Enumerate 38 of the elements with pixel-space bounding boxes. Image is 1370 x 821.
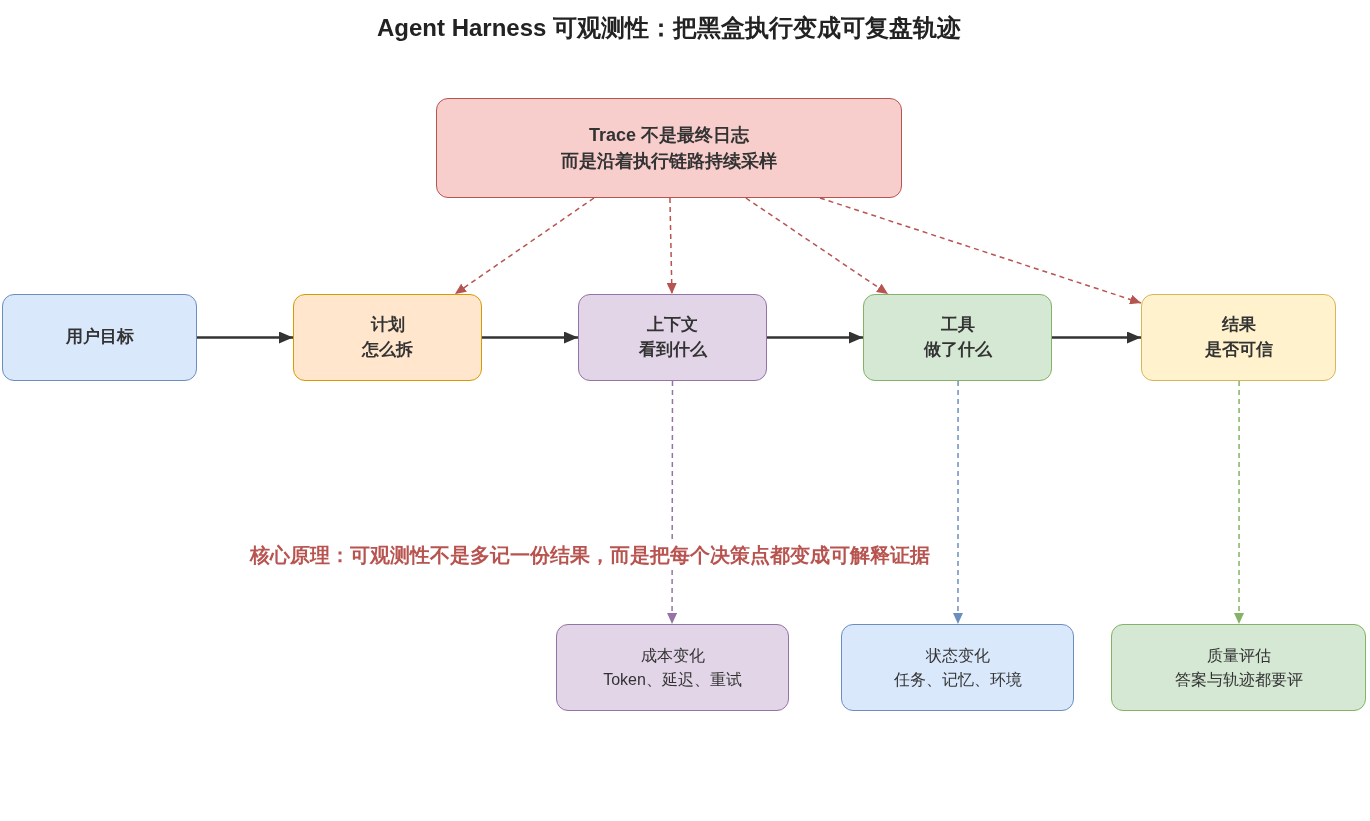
dashed-arrow (952, 380, 963, 625)
heading-text: 用户目标 (64, 326, 135, 349)
heading-text: 计划 (369, 313, 406, 336)
heading-text: 状态变化 (924, 646, 991, 667)
rounded-step-panel (556, 624, 789, 711)
heading-text: Trace 不是最终日志 (587, 123, 750, 147)
dashed-arrow (819, 197, 1142, 305)
heading-text: 上下文 (646, 313, 699, 336)
rounded-step-panel (436, 98, 902, 198)
dashed-arrow (454, 197, 595, 295)
dashed-arrow (666, 197, 677, 295)
arrow (482, 331, 578, 344)
heading-text: 工具 (939, 313, 976, 336)
dashed-arrow (1234, 380, 1244, 625)
body-text: 是否可信 (1203, 338, 1274, 361)
body-text: 而是沿着执行链路持续采样 (560, 150, 778, 173)
rounded-step-panel (841, 624, 1074, 711)
rounded-step-panel (578, 294, 767, 381)
heading-text: 成本变化 (639, 646, 706, 667)
rounded-step-panel (2, 294, 197, 381)
heading-text: 结果 (1220, 313, 1257, 336)
dashed-arrow (667, 380, 678, 625)
body-text: 怎么拆 (360, 338, 414, 361)
body-text: 答案与轨迹都要评 (1173, 669, 1304, 690)
rounded-step-panel (863, 294, 1052, 381)
heading-text: 质量评估 (1205, 646, 1272, 667)
body-text: 看到什么 (637, 338, 708, 361)
body-text: Token、延迟、重试 (602, 669, 743, 690)
rounded-step-panel (1111, 624, 1366, 711)
diagram-title: Agent Harness 可观测性：把黑盒执行变成可复盘轨迹 (375, 13, 963, 43)
dashed-arrow (745, 197, 889, 295)
rounded-step-panel (1141, 294, 1336, 381)
body-text: 任务、记忆、环境 (892, 669, 1023, 690)
body-text: 做了什么 (922, 338, 993, 361)
arrow (1052, 331, 1141, 344)
arrow (767, 331, 863, 344)
arrow (197, 331, 293, 344)
rounded-step-panel (293, 294, 482, 381)
